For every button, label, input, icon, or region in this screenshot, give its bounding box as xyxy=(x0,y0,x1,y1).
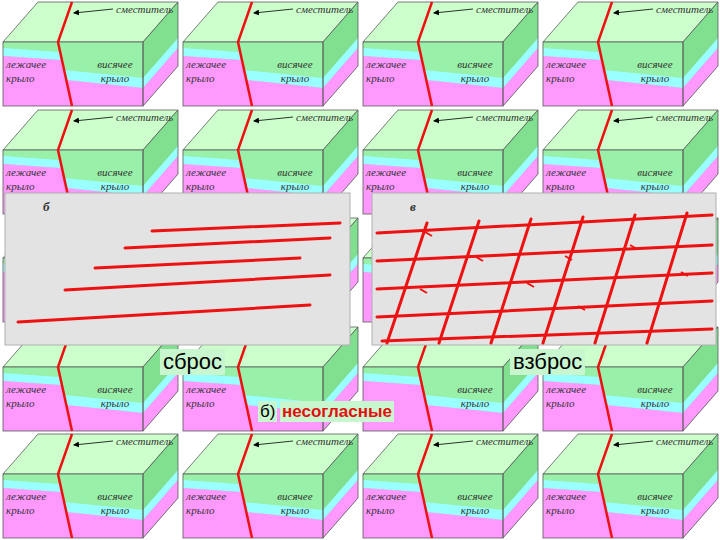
footwall-label: лежачее крыло xyxy=(6,57,56,85)
footwall-label: лежачее крыло xyxy=(186,57,236,85)
fault-plane-label: сместитель xyxy=(656,3,713,16)
footwall-label: лежачее крыло xyxy=(6,489,56,517)
hanging-wall-label: висячее крыло xyxy=(630,165,680,193)
fault-pattern-panel: б xyxy=(5,193,350,345)
hanging-wall-label: висячее крыло xyxy=(630,382,680,410)
footwall-label: лежачее крыло xyxy=(186,382,236,410)
footwall-label: лежачее крыло xyxy=(546,165,596,193)
hanging-wall-label: висячее крыло xyxy=(450,489,500,517)
footwall-label: лежачее крыло xyxy=(366,489,416,517)
fault-plane-label: сместитель xyxy=(296,111,353,124)
hanging-wall-label: висячее крыло xyxy=(450,165,500,193)
footwall-label: лежачее крыло xyxy=(6,165,56,193)
footwall-label: лежачее крыло xyxy=(366,165,416,193)
footwall-label: лежачее крыло xyxy=(186,489,236,517)
fault-plane-label: сместитель xyxy=(476,3,533,16)
hanging-wall-label: висячее крыло xyxy=(270,165,320,193)
footwall-label: лежачее крыло xyxy=(366,57,416,85)
fault-plane-label: сместитель xyxy=(476,435,533,448)
item-letter: б) xyxy=(258,401,277,422)
fault-plane-label: сместитель xyxy=(296,435,353,448)
fault-plane-label: сместитель xyxy=(476,111,533,124)
hanging-wall-label: висячее крыло xyxy=(630,57,680,85)
fault-plane-label: сместитель xyxy=(656,435,713,448)
footwall-label: лежачее крыло xyxy=(186,165,236,193)
fault-plane-label: сместитель xyxy=(116,435,173,448)
fault-type-label: взброс xyxy=(510,349,585,375)
fault-plane-label: сместитель xyxy=(116,111,173,124)
fault-plane-label: сместитель xyxy=(296,3,353,16)
footwall-label: лежачее крыло xyxy=(546,57,596,85)
hanging-wall-label: висячее крыло xyxy=(270,57,320,85)
fault-plane-label: сместитель xyxy=(656,111,713,124)
hanging-wall-label: висячее крыло xyxy=(270,489,320,517)
hanging-wall-label: висячее крыло xyxy=(450,382,500,410)
footwall-label: лежачее крыло xyxy=(6,382,56,410)
fault-type-label: сброс xyxy=(160,349,225,375)
footwall-label: лежачее крыло xyxy=(546,489,596,517)
hanging-wall-label: висячее крыло xyxy=(450,57,500,85)
fault-plane-label: сместитель xyxy=(116,3,173,16)
fault-pattern-panel: в xyxy=(372,193,716,345)
hanging-wall-label: висячее крыло xyxy=(90,382,140,410)
hanging-wall-label: висячее крыло xyxy=(90,489,140,517)
panel-letter: б xyxy=(43,199,50,215)
hanging-wall-label: висячее крыло xyxy=(90,165,140,193)
item-title: несогласные xyxy=(280,401,394,422)
hanging-wall-label: висячее крыло xyxy=(90,57,140,85)
hanging-wall-label: висячее крыло xyxy=(630,489,680,517)
footwall-label: лежачее крыло xyxy=(546,382,596,410)
panel-letter: в xyxy=(410,199,416,215)
